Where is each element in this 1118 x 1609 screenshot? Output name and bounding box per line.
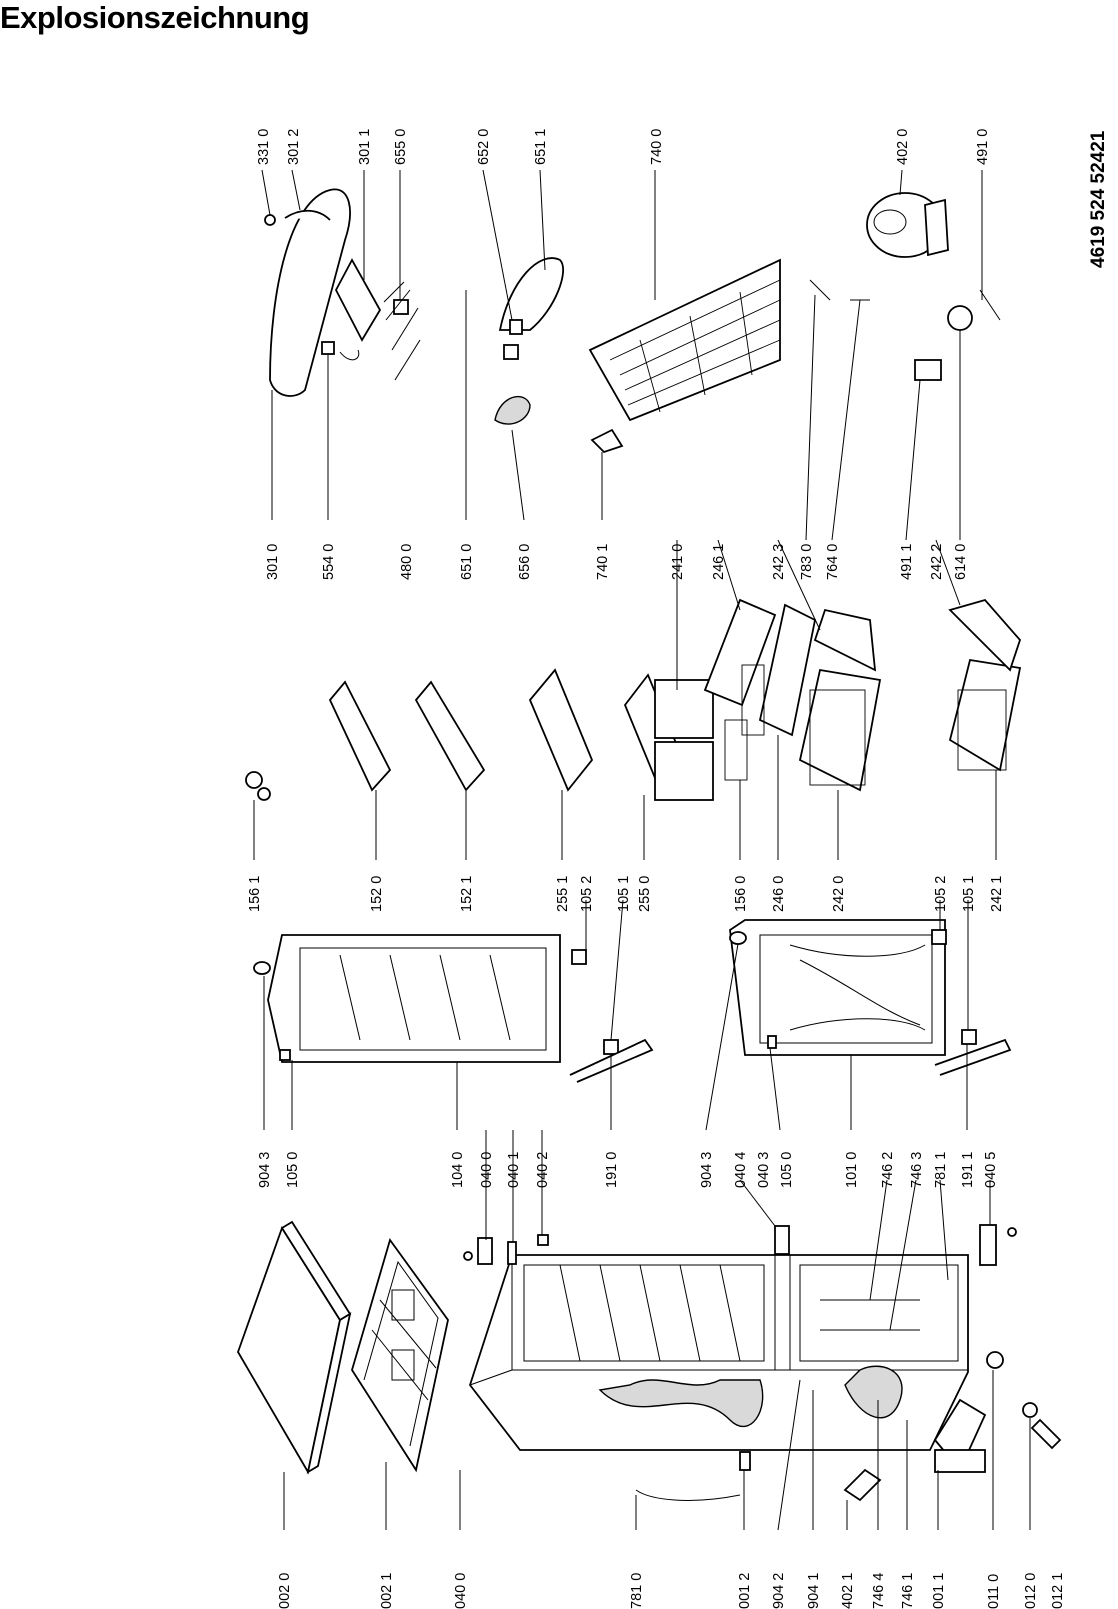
label-105-1a: 105 1 (616, 876, 632, 912)
fan-assembly (494, 257, 565, 425)
label-156-0: 156 0 (733, 876, 749, 912)
page-title: Explosionszeichnung (0, 0, 310, 35)
cabinet-body (468, 1254, 987, 1472)
label-655-0: 655 0 (393, 129, 409, 165)
label-104-0: 104 0 (450, 1152, 466, 1188)
label-001-1: 001 1 (931, 1573, 947, 1609)
label-904-2: 904 2 (771, 1573, 787, 1609)
label-781-1: 781 1 (933, 1152, 949, 1188)
label-002-0: 002 0 (277, 1573, 293, 1609)
label-040-1: 040 1 (506, 1152, 522, 1188)
label-764-0: 764 0 (825, 544, 841, 580)
label-255-1: 255 1 (555, 876, 571, 912)
label-331-0: 331 0 (256, 129, 272, 165)
glass-shelf (528, 668, 714, 801)
label-904-3a: 904 3 (257, 1152, 273, 1188)
labels-basket-top-row: 241 0 246 1 242 3 783 0 764 0 491 1 242 … (670, 544, 969, 580)
label-241-0: 241 0 (670, 544, 686, 580)
label-402-0: 402 0 (895, 129, 911, 165)
label-040-0b: 040 0 (453, 1573, 469, 1609)
label-904-3b: 904 3 (699, 1152, 715, 1188)
label-012-0: 012 0 (1023, 1573, 1039, 1609)
label-152-1: 152 1 (459, 876, 475, 912)
label-740-0: 740 0 (649, 129, 665, 165)
label-783-0: 783 0 (799, 544, 815, 580)
label-152-0: 152 0 (369, 876, 385, 912)
freezer-baskets (703, 598, 1022, 792)
label-651-1: 651 1 (533, 129, 549, 165)
label-491-0: 491 0 (975, 129, 991, 165)
compressor (809, 192, 1001, 381)
condenser-coil (588, 258, 781, 454)
label-491-1: 491 1 (899, 544, 915, 580)
label-301-2: 301 2 (286, 129, 302, 165)
label-746-1: 746 1 (900, 1573, 916, 1609)
upper-door (253, 934, 654, 1083)
label-402-1: 402 1 (840, 1573, 856, 1609)
label-301-1: 301 1 (357, 129, 373, 165)
label-740-1: 740 1 (595, 544, 611, 580)
label-255-0: 255 0 (637, 876, 653, 912)
label-651-0: 651 0 (459, 544, 475, 580)
labels-shelf-row: 156 1 152 0 152 1 255 1 105 2 105 1 255 … (247, 876, 1005, 912)
label-105-2a: 105 2 (579, 876, 595, 912)
label-105-0b: 105 0 (779, 1152, 795, 1188)
document-number: 4619 524 52421 (1088, 130, 1109, 268)
label-012-1: 012 1 (1050, 1573, 1066, 1609)
label-242-3: 242 3 (771, 544, 787, 580)
label-656-0: 656 0 (517, 544, 533, 580)
label-191-1: 191 1 (960, 1152, 976, 1188)
label-242-1: 242 1 (989, 876, 1005, 912)
label-001-2: 001 2 (737, 1573, 753, 1609)
worktop-frame (351, 1237, 449, 1473)
label-191-0: 191 0 (604, 1152, 620, 1188)
label-652-0: 652 0 (476, 129, 492, 165)
label-040-3: 040 3 (756, 1152, 772, 1188)
label-480-0: 480 0 (399, 544, 415, 580)
hinge-parts (463, 1224, 1062, 1502)
door-shelves (245, 680, 486, 801)
label-746-4: 746 4 (871, 1573, 887, 1609)
label-746-3: 746 3 (909, 1152, 925, 1188)
label-781-0: 781 0 (629, 1573, 645, 1609)
label-242-0: 242 0 (831, 876, 847, 912)
labels-bottom-row: 002 0 002 1 040 0 781 0 001 2 904 2 904 … (277, 1573, 1066, 1609)
label-904-1: 904 1 (806, 1573, 822, 1609)
lower-door (729, 919, 1012, 1076)
label-002-1: 002 1 (379, 1573, 395, 1609)
label-554-0: 554 0 (321, 544, 337, 580)
label-246-0: 246 0 (771, 876, 787, 912)
labels-top-row: 331 0 301 2 301 1 655 0 652 0 651 1 740 … (256, 129, 991, 165)
label-246-1: 246 1 (711, 544, 727, 580)
label-040-5: 040 5 (983, 1152, 999, 1188)
top-cover-panel (237, 1220, 352, 1475)
labels-door-row: 904 3 105 0 104 0 040 0 040 1 040 2 191 … (257, 1152, 999, 1188)
label-011-0: 011 0 (986, 1574, 1002, 1609)
label-301-0: 301 0 (265, 544, 281, 580)
label-105-1b: 105 1 (961, 876, 977, 912)
label-040-2: 040 2 (535, 1152, 551, 1188)
label-040-4: 040 4 (733, 1152, 749, 1188)
label-040-0a: 040 0 (479, 1152, 495, 1188)
label-746-2: 746 2 (880, 1152, 896, 1188)
label-614-0: 614 0 (953, 544, 969, 580)
label-101-0: 101 0 (844, 1152, 860, 1188)
labels-upper-bottom-row: 301 0 554 0 480 0 651 0 656 0 740 1 (265, 544, 611, 580)
label-105-2b: 105 2 (933, 876, 949, 912)
label-242-2: 242 2 (929, 544, 945, 580)
label-156-1: 156 1 (247, 876, 263, 912)
control-panel (264, 188, 421, 397)
leader-lines (253, 169, 1031, 1531)
label-105-0a: 105 0 (285, 1152, 301, 1188)
